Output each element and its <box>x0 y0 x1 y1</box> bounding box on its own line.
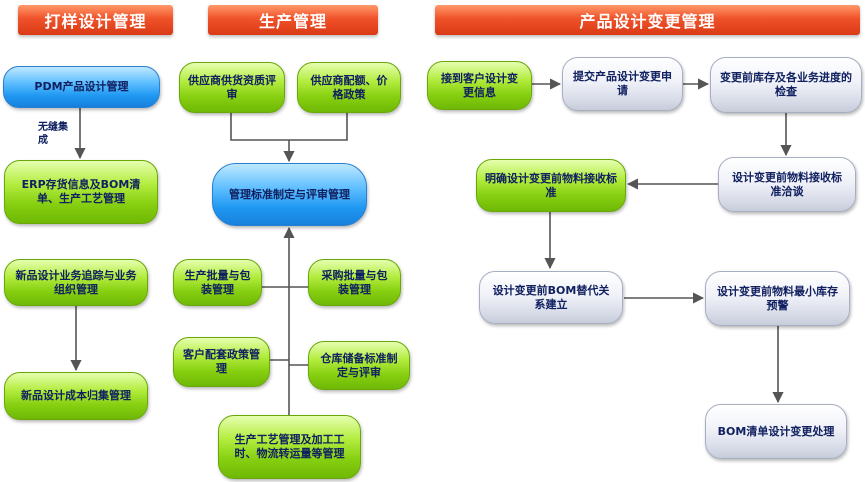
header-production: 生产管理 <box>208 5 378 35</box>
node-pdm[interactable]: PDM产品设计管理 <box>3 66 160 108</box>
node-purchase-batch[interactable]: 采购批量与包装管理 <box>308 259 401 306</box>
node-inventory-check[interactable]: 变更前库存及各业务进度的检查 <box>710 57 862 113</box>
node-new-tracking[interactable]: 新品设计业务追踪与业务组织管理 <box>4 259 148 306</box>
arrow-suppliers-to-mgmt <box>230 113 348 141</box>
node-warehouse-std[interactable]: 仓库储备标准制定与评审 <box>308 341 410 390</box>
node-mgmt-std[interactable]: 管理标准制定与评审管理 <box>212 163 367 226</box>
node-min-stock[interactable]: 设计变更前物料最小库存预警 <box>705 271 850 326</box>
node-prod-batch[interactable]: 生产批量与包装管理 <box>173 259 262 306</box>
node-clarify-std[interactable]: 明确设计变更前物料接收标准 <box>476 159 626 212</box>
node-bom-relation[interactable]: 设计变更前BOM替代关系建立 <box>479 271 623 324</box>
node-erp[interactable]: ERP存货信息及BOM清单、生产工艺管理 <box>4 160 158 224</box>
node-process-mgmt[interactable]: 生产工艺管理及加工工时、物流转运量等管理 <box>218 415 361 479</box>
note-seamless: 无缝集成 <box>38 122 68 146</box>
header-sample-design: 打样设计管理 <box>18 5 173 35</box>
node-receive-info[interactable]: 接到客户设计变更信息 <box>427 61 532 110</box>
node-acceptance-talk[interactable]: 设计变更前物料接收标准洽谈 <box>718 157 856 212</box>
node-submit-request[interactable]: 提交产品设计变更申请 <box>562 57 683 111</box>
node-new-cost[interactable]: 新品设计成本归集管理 <box>4 372 148 420</box>
header-product-change: 产品设计变更管理 <box>435 5 860 35</box>
node-customer-policy[interactable]: 客户配套政策管理 <box>173 337 270 387</box>
node-bom-process[interactable]: BOM清单设计变更处理 <box>705 404 847 459</box>
node-supplier-audit[interactable]: 供应商供货资质评审 <box>179 62 285 113</box>
node-supplier-price[interactable]: 供应商配额、价格政策 <box>297 62 401 113</box>
